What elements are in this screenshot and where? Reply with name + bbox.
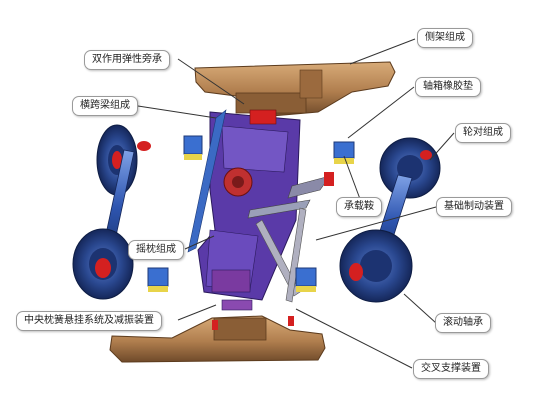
- label-axlebox-rubber-pad: 轴箱橡胶垫: [415, 77, 481, 97]
- label-rolling-bearing: 滚动轴承: [435, 313, 491, 333]
- label-wheelset: 轮对组成: [455, 123, 511, 143]
- wheelset-left: [72, 124, 151, 300]
- leader-lines: [137, 38, 455, 369]
- label-double-acting-side-bearing: 双作用弹性旁承: [84, 50, 170, 70]
- label-central-suspension: 中央枕簧悬挂系统及减振装置: [16, 311, 162, 331]
- side-frame-bottom: [109, 315, 326, 363]
- label-foundation-brake: 基础制动装置: [436, 197, 512, 217]
- label-cross-bracing: 交叉支撑装置: [413, 359, 489, 379]
- label-bearing-adapter: 承载鞍: [336, 197, 382, 217]
- label-bolster: 摇枕组成: [128, 240, 184, 260]
- wheelset-right: [339, 137, 441, 303]
- side-frame-top: [194, 61, 396, 117]
- bearing-adapters: [147, 135, 355, 292]
- label-crossbeam: 横跨梁组成: [72, 96, 138, 116]
- label-side-frame: 侧架组成: [417, 28, 473, 48]
- crossbeam-and-brake: [187, 109, 334, 330]
